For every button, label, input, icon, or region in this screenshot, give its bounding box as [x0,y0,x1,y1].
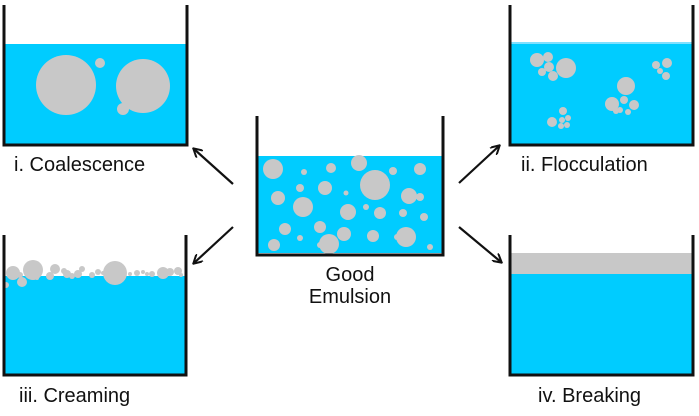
label-flocculation: ii. Flocculation [521,154,648,176]
label-creaming: iii. Creaming [19,385,131,407]
arrow-to-coalescence [194,149,234,185]
label-coalescence: i. Coalescence [14,154,146,176]
label-emulsion: Emulsion [308,286,392,308]
label-good-emulsion: Good Emulsion [280,264,420,308]
beaker-wall [2,5,189,147]
liquid [511,274,692,374]
beaker-coalescence [2,5,189,147]
floc-cluster [652,58,672,80]
label-breaking: iv. Breaking [538,385,642,407]
droplet [36,55,96,115]
label-good: Good [325,264,375,286]
beaker-wall [255,116,445,257]
arrow-to-creaming [194,226,234,263]
arrow-to-flocculation [458,146,499,184]
floc-cluster [530,52,576,81]
arrow-to-breaking [458,226,501,262]
beaker-wall [508,235,695,377]
floc-cluster [547,107,571,129]
beaker-wall [508,5,695,147]
cream-layer [3,260,183,288]
oil-layer [511,253,692,274]
beaker-wall [2,235,188,377]
droplet [117,103,129,115]
droplet [116,59,170,113]
beaker-good-emulsion [255,116,445,257]
beaker-creaming [2,235,188,377]
beaker-breaking [508,235,695,377]
beaker-flocculation [508,5,695,147]
floc-cluster [605,77,639,115]
droplet [95,58,105,68]
droplet [85,85,95,95]
liquid [5,276,185,374]
droplets [263,155,433,254]
